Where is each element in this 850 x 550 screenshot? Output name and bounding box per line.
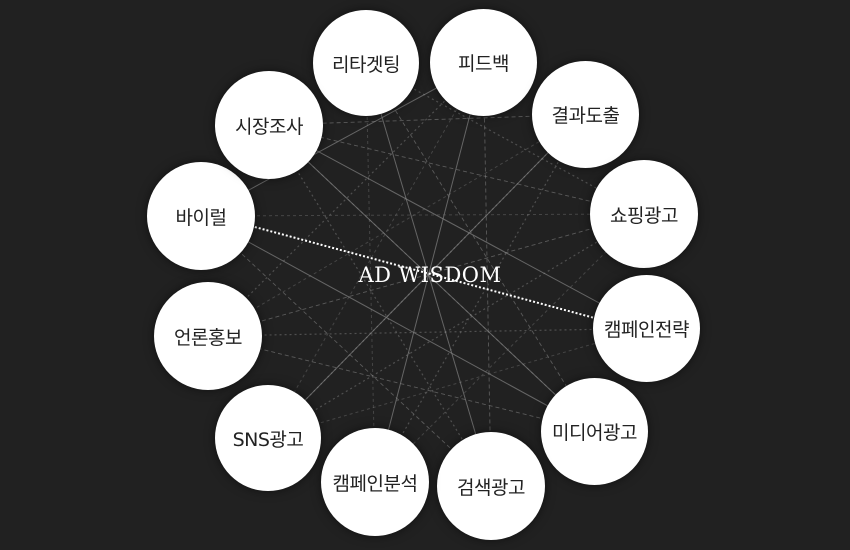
link-media-ad-press-pr: [207, 335, 595, 432]
link-media-ad-viral: [200, 215, 595, 432]
node-search-ad[interactable]: 검색광고: [437, 432, 545, 540]
node-campaign-strategy[interactable]: 캠페인전략: [593, 275, 700, 382]
node-sns-ad[interactable]: SNS광고: [215, 385, 321, 491]
link-feedback-search-ad: [483, 62, 492, 487]
link-result-campaign-analysis: [374, 114, 587, 483]
link-press-pr-shopping: [207, 213, 645, 337]
center-title: AD WISDOM: [358, 263, 502, 287]
node-label: 캠페인전략: [604, 319, 689, 341]
link-result-sns-ad: [267, 114, 586, 439]
node-viral[interactable]: 바이럴: [147, 162, 255, 270]
link-search-ad-viral: [200, 215, 492, 487]
node-label: 미디어광고: [552, 422, 637, 444]
node-result[interactable]: 결과도출: [532, 61, 639, 168]
node-label: 피드백: [458, 53, 509, 75]
link-retargeting-campaign-analysis: [365, 62, 376, 483]
node-retargeting[interactable]: 리타겟팅: [313, 10, 419, 116]
node-media-ad[interactable]: 미디어광고: [541, 378, 648, 485]
link-shopping-market-research: [268, 124, 645, 215]
link-campaign-strategy-press-pr: [207, 327, 647, 337]
link-shopping-viral: [200, 213, 645, 217]
link-market-research-media-ad: [268, 124, 595, 432]
link-result-press-pr: [207, 114, 586, 337]
link-campaign-analysis-feedback: [374, 62, 484, 483]
node-campaign-analysis[interactable]: 캠페인분석: [321, 428, 429, 536]
node-label: SNS광고: [232, 428, 304, 451]
link-campaign-strategy-market-research: [268, 124, 647, 329]
node-label: 시장조사: [235, 115, 303, 138]
node-label: 캠페인분석: [332, 472, 418, 495]
link-feedback-sns-ad: [267, 62, 484, 439]
node-label: 바이럴: [175, 206, 227, 229]
node-feedback[interactable]: 피드백: [430, 9, 537, 116]
node-market-research[interactable]: 시장조사: [215, 71, 323, 179]
node-label: 검색광고: [457, 476, 525, 499]
node-label: 쇼핑광고: [610, 204, 678, 227]
node-press-pr[interactable]: 언론홍보: [154, 282, 262, 390]
node-label: 결과도출: [551, 105, 620, 127]
node-label: 리타겟팅: [332, 53, 400, 76]
link-search-ad-market-research: [268, 124, 492, 487]
node-label: 언론홍보: [174, 326, 242, 349]
node-shopping[interactable]: 쇼핑광고: [590, 160, 698, 268]
link-sns-ad-result: [267, 114, 586, 439]
link-retargeting-media-ad: [365, 62, 595, 432]
